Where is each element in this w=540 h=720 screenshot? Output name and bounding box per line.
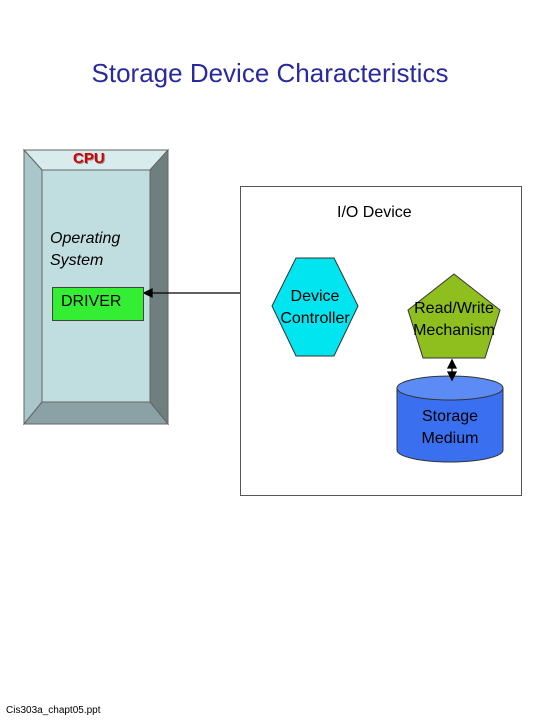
os-line: System [50, 252, 104, 269]
cpu-label: CPU [73, 150, 105, 167]
read-write-mechanism-label: Read/Write Mechanism [403, 298, 505, 342]
cpu-bevel-left [23, 148, 43, 426]
io-device-label: I/O Device [337, 204, 412, 221]
cpu-bevel-right [149, 148, 169, 426]
medium-line: Storage [421, 408, 479, 425]
cpu-panel [22, 148, 170, 426]
controller-line: Device [290, 288, 340, 305]
arrowhead-left [142, 287, 153, 299]
device-controller-label: Device Controller [272, 286, 358, 330]
controller-line: Controller [280, 310, 350, 327]
operating-system-label: Operating System [50, 228, 120, 272]
os-line: Operating [50, 230, 121, 247]
mechanism-line: Read/Write [414, 300, 494, 317]
mechanism-line: Mechanism [413, 322, 495, 339]
storage-medium-label: Storage Medium [397, 406, 503, 450]
footer-filename: Cis303a_chapt05.ppt [6, 705, 101, 716]
cpu-bevel-bottom [22, 401, 170, 425]
page-title: Storage Device Characteristics [91, 58, 449, 88]
medium-line: Medium [421, 430, 479, 447]
driver-box: DRIVER [52, 287, 144, 321]
cpu-face [41, 169, 151, 403]
